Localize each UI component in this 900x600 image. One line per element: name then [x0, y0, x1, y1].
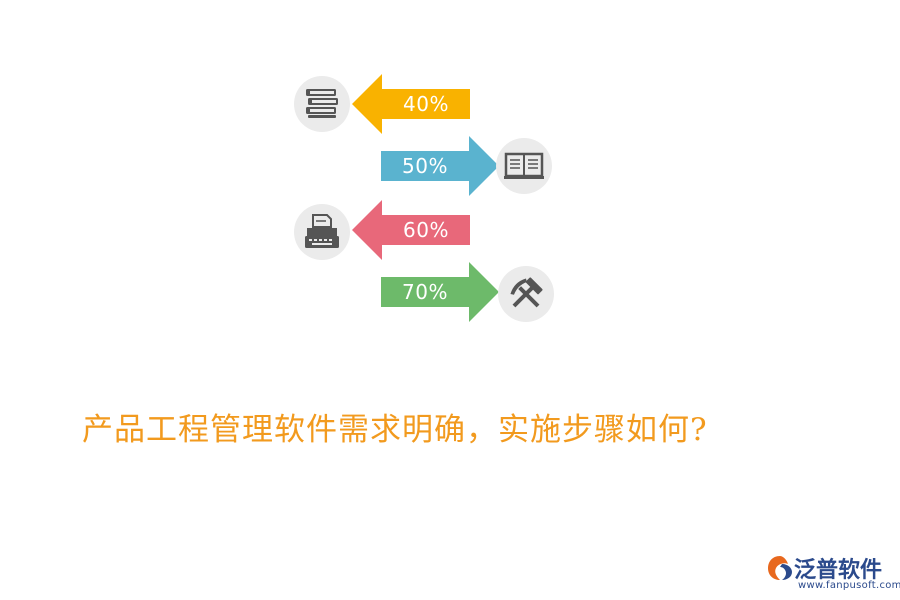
percent-label: 50% — [402, 154, 448, 178]
page-title: 产品工程管理软件需求明确，实施步骤如何? — [82, 412, 708, 448]
step-row-4: 70% — [0, 260, 900, 324]
percent-arrow-70: 70% — [381, 262, 499, 322]
percent-label: 70% — [402, 280, 448, 304]
percent-label: 60% — [403, 218, 449, 242]
step-row-1: 40% — [0, 72, 900, 136]
books-icon — [294, 76, 350, 132]
hammer-pick-icon — [498, 266, 554, 322]
logo-name: 泛普软件 — [794, 558, 883, 583]
logo-mark-icon — [768, 556, 792, 580]
typewriter-icon — [294, 204, 350, 260]
percent-arrow-40: 40% — [352, 74, 470, 134]
percent-arrow-60: 60% — [352, 200, 470, 260]
percent-label: 40% — [403, 92, 449, 116]
step-row-3: 60% — [0, 198, 900, 262]
step-row-2: 50% — [0, 134, 900, 198]
logo-url: www.fanpusoft.com — [798, 580, 900, 591]
open-book-icon — [496, 138, 552, 194]
brand-logo[interactable]: 泛普软件 www.fanpusoft.com — [762, 552, 900, 596]
percent-arrow-50: 50% — [381, 136, 499, 196]
